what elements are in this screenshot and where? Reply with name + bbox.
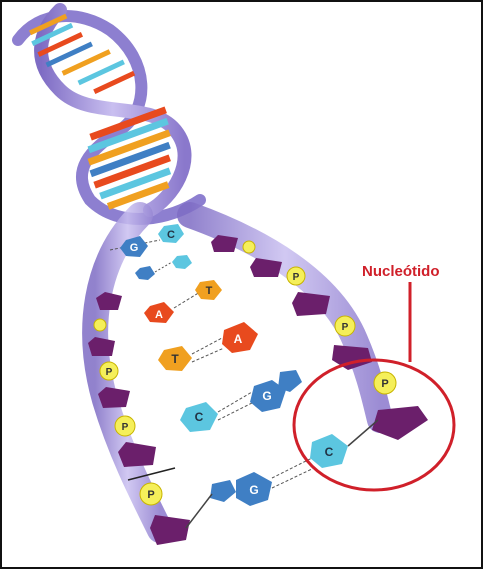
svg-text:T: T <box>206 285 213 297</box>
double-helix <box>18 10 200 219</box>
phosphate-left-1 <box>94 319 106 331</box>
phosphate-label: P <box>381 378 388 390</box>
base-cyt-small-1 <box>135 266 155 280</box>
svg-text:A: A <box>234 332 243 346</box>
svg-text:G: G <box>249 483 258 497</box>
svg-text:C: C <box>325 445 334 459</box>
svg-text:A: A <box>155 309 163 321</box>
sugar-left-2 <box>88 337 115 356</box>
svg-text:G: G <box>262 389 271 403</box>
phosphate-label: P <box>106 367 113 378</box>
svg-text:G: G <box>130 242 139 254</box>
sugar-left-3 <box>98 387 130 408</box>
sugar-left-4 <box>118 442 156 467</box>
svg-text:C: C <box>195 410 204 424</box>
svg-text:T: T <box>171 352 179 366</box>
sugar-right-5 <box>372 406 428 440</box>
phosphate-label: P <box>293 272 300 283</box>
helix-rungs-middle <box>88 107 172 210</box>
sugar-right-3 <box>292 292 330 316</box>
base-cyt-small-2 <box>172 255 192 269</box>
sugar-left-5 <box>150 515 190 545</box>
phosphate-label: P <box>342 322 349 333</box>
nucleotide-label: Nucleótido <box>362 263 440 280</box>
phosphate-label: P <box>147 489 154 501</box>
phosphate-right-1 <box>243 241 255 253</box>
svg-text:C: C <box>167 229 175 241</box>
phosphate-label: P <box>122 422 129 433</box>
